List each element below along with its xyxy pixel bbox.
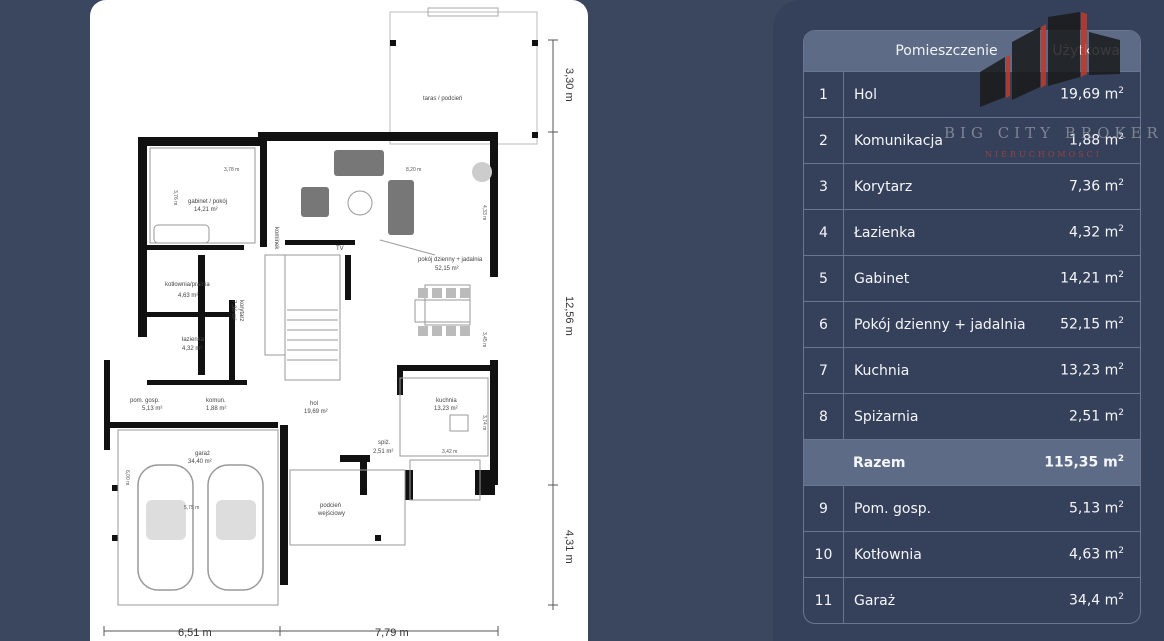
- label-lazienka: łazienka: [182, 337, 205, 343]
- floor-plan-card: taras / podcień gabinet / pokój 14,21 m²…: [90, 0, 588, 641]
- row-num: 7: [804, 348, 844, 393]
- row-area: 52,15 m2: [1060, 316, 1124, 333]
- table-row: 2 Komunikacja 1,88 m2: [804, 117, 1140, 163]
- label-tv: TV: [336, 246, 344, 252]
- label-lazienka-area: 4,32 m²: [182, 346, 202, 352]
- row-name: Pom. gosp.: [854, 500, 932, 517]
- label-pom-gosp: pom. gosp.: [130, 398, 160, 404]
- label-kotlownia-area: 4,63 m²: [178, 293, 198, 299]
- label-komun-area: 1,88 m²: [206, 406, 226, 412]
- row-area: 4,63 m2: [1069, 546, 1124, 563]
- row-area: 34,4 m2: [1069, 592, 1124, 609]
- dim-820: 8,20 m: [406, 167, 421, 173]
- row-num: 2: [804, 118, 844, 163]
- area-table: Pomieszczenie Użytkowa 1 Hol 19,69 m2 2 Kom…: [803, 30, 1141, 624]
- row-num: 1: [804, 72, 844, 117]
- label-korytarz-area: 7,36 m²: [230, 300, 236, 320]
- row-area: 13,23 m2: [1060, 362, 1124, 379]
- row-num: 4: [804, 210, 844, 255]
- table-row: 6 Pokój dzienny + jadalnia 52,15 m2: [804, 301, 1140, 347]
- row-num: 10: [804, 532, 844, 577]
- total-label: Razem: [853, 454, 906, 471]
- table-total-row: Razem 115,35 m2: [804, 439, 1140, 485]
- header-area: Użytkowa: [1052, 43, 1120, 59]
- dim-345: 3,45 m: [481, 332, 487, 347]
- label-pom-gosp-area: 5,13 m²: [142, 406, 162, 412]
- logo-name: BIG CITY BROKER: [944, 124, 1163, 142]
- label-pokoj: pokój dzienny + jadalnia: [418, 257, 483, 263]
- label-gabinet-area: 14,21 m²: [194, 207, 218, 213]
- label-spiz: spiż.: [378, 440, 391, 446]
- table-row: 4 Łazienka 4,32 m2: [804, 209, 1140, 255]
- dim-330: 3,30 m: [563, 68, 575, 102]
- row-num: 3: [804, 164, 844, 209]
- dim-376: 3,76 m: [172, 190, 178, 205]
- row-name: Kuchnia: [854, 362, 910, 379]
- table-row: 9 Pom. gosp. 5,13 m2: [804, 485, 1140, 531]
- row-name: Korytarz: [854, 178, 913, 195]
- row-num: 5: [804, 256, 844, 301]
- row-num: 11: [804, 578, 844, 623]
- dim-431: 4,31 m: [563, 530, 575, 564]
- dim-378: 3,78 m: [224, 167, 239, 173]
- label-pokoj-area: 52,15 m²: [435, 266, 459, 272]
- row-name: Kotłownia: [854, 546, 922, 563]
- row-name: Garaż: [854, 592, 896, 609]
- row-area: 14,21 m2: [1060, 270, 1124, 287]
- row-area: 5,13 m2: [1069, 500, 1124, 517]
- table-row: 5 Gabinet 14,21 m2: [804, 255, 1140, 301]
- label-komun: komun.: [206, 398, 226, 404]
- dim-1256: 12,56 m: [563, 296, 575, 336]
- row-num: 9: [804, 486, 844, 531]
- label-garaz-area: 34,40 m²: [188, 459, 212, 465]
- label-hol: hol: [310, 401, 318, 407]
- label-kuchnia: kuchnia: [436, 398, 457, 404]
- label-kuchnia-area: 13,23 m²: [434, 406, 458, 412]
- row-name: Spiżarnia: [854, 408, 919, 425]
- dim-651: 6,51 m: [178, 627, 212, 639]
- row-area: 4,32 m2: [1069, 224, 1124, 241]
- label-podcien: podcień: [320, 503, 341, 509]
- total-area: 115,35 m2: [1044, 454, 1124, 471]
- row-area: 1,88 m2: [1069, 132, 1124, 149]
- row-name: Komunikacja: [854, 132, 943, 149]
- table-row: 7 Kuchnia 13,23 m2: [804, 347, 1140, 393]
- row-area: 7,36 m2: [1069, 178, 1124, 195]
- row-num: 6: [804, 302, 844, 347]
- row-area: 19,69 m2: [1060, 86, 1124, 103]
- row-name: Pokój dzienny + jadalnia: [854, 316, 1026, 333]
- label-spiz-area: 2,51 m²: [373, 449, 393, 455]
- area-panel: [773, 0, 1164, 641]
- table-row: 11 Garaż 34,4 m2: [804, 577, 1140, 623]
- label-garaz: garaż: [195, 451, 210, 457]
- header-room: Pomieszczenie: [895, 43, 998, 59]
- row-name: Gabinet: [854, 270, 910, 287]
- table-row: 3 Korytarz 7,36 m2: [804, 163, 1140, 209]
- row-num: 8: [804, 394, 844, 439]
- label-hol-area: 19,69 m²: [304, 409, 328, 415]
- logo-tagline: NIERUCHOMOŚCI: [985, 150, 1102, 159]
- table-row: 1 Hol 19,69 m2: [804, 71, 1140, 117]
- label-kotlownia: kotłownia/pralnia: [165, 282, 210, 288]
- label-gabinet: gabinet / pokój: [188, 199, 227, 205]
- dim-575: 5,75 m: [184, 505, 199, 511]
- label-taras: taras / podcień: [423, 96, 462, 102]
- label-korytarz: korytarz: [238, 300, 244, 321]
- dim-779: 7,79 m: [375, 627, 409, 639]
- row-name: Hol: [854, 86, 877, 103]
- dim-433: 4,33 m: [481, 205, 487, 220]
- dim-342: 3,42 m: [442, 449, 457, 455]
- dim-374: 3,74 m: [481, 415, 487, 430]
- table-row: 10 Kotłownia 4,63 m2: [804, 531, 1140, 577]
- row-name: Łazienka: [854, 224, 916, 241]
- row-area: 2,51 m2: [1069, 408, 1124, 425]
- label-wejsciowy: wejściowy: [317, 511, 345, 517]
- dim-600: 6,00 m: [124, 470, 130, 485]
- label-kominek: kominek: [273, 227, 279, 250]
- table-header: Pomieszczenie Użytkowa: [804, 31, 1140, 71]
- table-row: 8 Spiżarnia 2,51 m2: [804, 393, 1140, 439]
- floor-plan-drawing: taras / podcień gabinet / pokój 14,21 m²…: [103, 7, 575, 639]
